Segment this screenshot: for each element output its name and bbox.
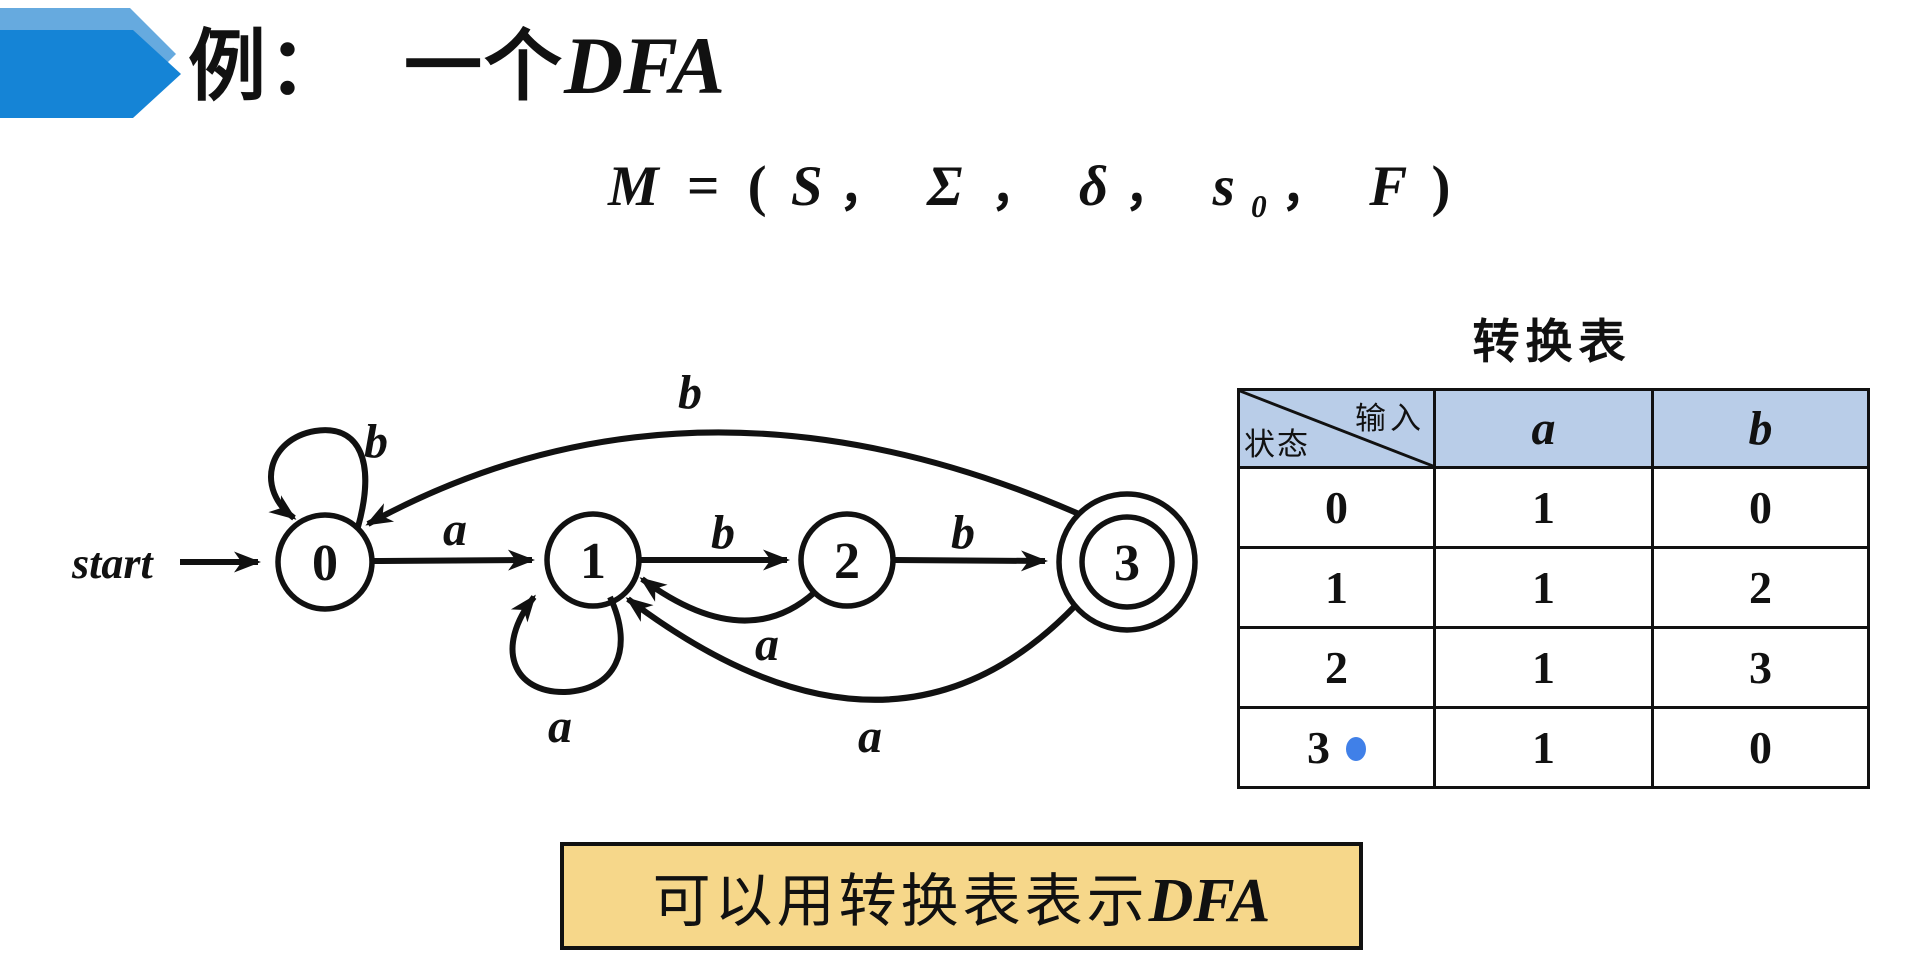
edge-label-loop-1: a — [548, 700, 572, 753]
note-text-cn: 可以用转换表表示 — [652, 867, 1149, 935]
edge-label-loop-0: b — [364, 415, 388, 468]
column-header-b: b — [1651, 388, 1870, 469]
formula-sigma: Σ — [927, 155, 963, 218]
note-box: 可以用转换表表示DFA — [560, 842, 1363, 950]
table-corner-cell: 输入 状态 — [1237, 388, 1436, 469]
banner-arrow-dark — [0, 30, 181, 118]
accepting-state-dot — [1346, 737, 1366, 761]
row-0-state: 0 — [1237, 466, 1436, 549]
dfa-formula: M = ( S ， Σ ， δ ， s 0 ， F ) — [608, 148, 1450, 228]
row-2-state: 2 — [1237, 626, 1436, 709]
page-title-cn: 例： — [188, 22, 349, 112]
self-loop-1-a — [509, 594, 624, 696]
edge-label-2-3: b — [951, 506, 975, 559]
state-2-label: 2 — [834, 533, 860, 590]
formula-delta: δ — [1078, 155, 1109, 218]
table-header-row: 输入 状态 a b — [1237, 388, 1870, 469]
formula-comma-3: ， — [1124, 159, 1175, 217]
row-3-on-a: 1 — [1433, 706, 1654, 789]
state-2-circle — [798, 511, 896, 609]
edge-label-0-1: a — [443, 503, 467, 556]
page-title-en: DFA — [564, 20, 726, 111]
page-title-mid: 一个 — [404, 22, 565, 112]
formula-s-subscript: 0 — [1251, 189, 1267, 224]
edge-0-to-1-a — [373, 549, 535, 571]
edge-3-to-0-b — [365, 429, 1081, 527]
row-3-state: 3 — [1307, 722, 1330, 773]
self-loop-0-b — [268, 427, 369, 528]
state-3-inner-circle — [1079, 514, 1175, 610]
row-2-on-a: 1 — [1433, 626, 1654, 709]
edge-label-3-0: b — [678, 366, 702, 419]
row-3-state-cell: 3 — [1237, 706, 1436, 789]
state-1-circle — [544, 511, 642, 609]
corner-label-input: 输入 — [1355, 401, 1425, 437]
edge-label-3-1: a — [858, 710, 882, 763]
formula-M: M — [608, 155, 659, 218]
row-0-on-b: 0 — [1651, 466, 1870, 549]
formula-comma-2: ， — [990, 159, 1041, 217]
transition-table: 输入 状态 a b 0 1 0 1 1 2 2 1 3 3 1 0 — [1237, 388, 1870, 789]
formula-comma-1: ， — [838, 159, 889, 217]
formula-F: F — [1369, 155, 1408, 218]
corner-label-state: 状态 — [1244, 427, 1310, 463]
row-3-on-b: 0 — [1651, 706, 1870, 789]
note-text-en: DFA — [1148, 867, 1271, 935]
formula-comma-4: ， — [1280, 159, 1331, 217]
column-header-a: a — [1433, 388, 1654, 469]
edge-3-to-1-a — [625, 596, 1078, 703]
row-1-on-b: 2 — [1651, 546, 1870, 629]
formula-close-paren: ) — [1431, 155, 1451, 218]
state-0-label: 0 — [312, 535, 338, 592]
start-label: start — [71, 539, 154, 588]
row-0-on-a: 1 — [1433, 466, 1654, 549]
edge-label-2-1: a — [755, 618, 779, 671]
formula-open-paren: ( — [747, 155, 767, 218]
formula-S: S — [790, 155, 823, 218]
transition-table-title: 转换表 — [1472, 315, 1632, 370]
row-2-on-b: 3 — [1651, 626, 1870, 709]
edge-label-1-2: b — [711, 506, 735, 559]
corner-diagonal-line — [1240, 391, 1433, 466]
row-1-state: 1 — [1237, 546, 1436, 629]
state-3-label: 3 — [1114, 535, 1140, 592]
table-row: 1 1 2 — [1237, 546, 1870, 629]
state-0-circle — [275, 512, 375, 612]
state-1-label: 1 — [580, 533, 606, 590]
note-text: 可以用转换表表示DFA — [653, 854, 1271, 938]
edge-2-to-3-b — [894, 550, 1048, 572]
formula-s: s — [1212, 155, 1235, 218]
table-row: 3 1 0 — [1237, 706, 1870, 789]
row-1-on-a: 1 — [1433, 546, 1654, 629]
edge-2-to-1-a — [639, 576, 818, 624]
page-title: 例： 一个DFA — [188, 18, 725, 114]
title-banner-arrow-icon — [0, 8, 181, 118]
table-row: 0 1 0 — [1237, 466, 1870, 549]
table-row: 2 1 3 — [1237, 626, 1870, 709]
formula-equals: = — [686, 155, 720, 218]
